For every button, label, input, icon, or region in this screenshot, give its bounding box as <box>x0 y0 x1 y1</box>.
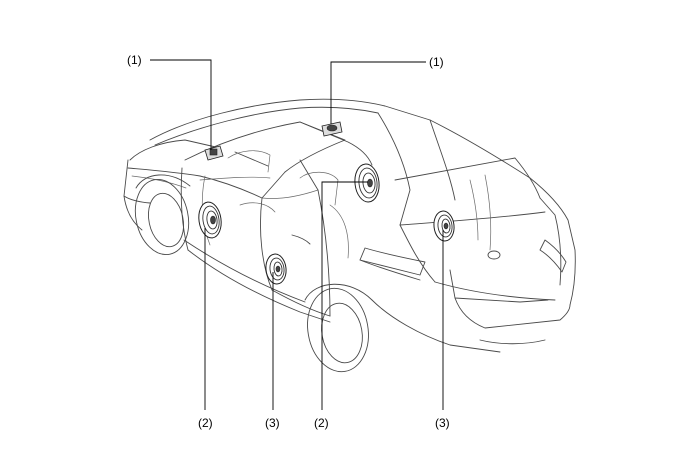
callout-label-front-left-door-speaker: (2) <box>198 416 213 430</box>
callout-label-rear-left-door-speaker: (3) <box>265 416 280 430</box>
front-left-door-speaker-icon <box>198 201 222 239</box>
car-illustration <box>123 98 576 373</box>
callout-labels: (1) (1) (2) (2) (3) (3) <box>127 53 450 430</box>
front-right-tweeter-icon <box>321 121 343 137</box>
rear-left-door-speaker-icon <box>265 253 287 285</box>
callout-label-front-left-tweeter: (1) <box>127 53 142 67</box>
rear-right-door-speaker-icon <box>433 210 455 242</box>
callout-label-front-right-door-speaker: (2) <box>314 416 329 430</box>
callout-label-rear-right-door-speaker: (3) <box>435 416 450 430</box>
leader-line-front-right-tweeter <box>330 61 426 124</box>
front-right-door-speaker-icon <box>354 163 380 203</box>
leader-line-front-left-tweeter <box>150 59 212 150</box>
callout-label-front-right-tweeter: (1) <box>429 55 444 69</box>
leader-lines <box>150 59 444 410</box>
leader-line-front-right-door-speaker <box>321 181 368 410</box>
front-left-tweeter-icon <box>204 145 224 161</box>
